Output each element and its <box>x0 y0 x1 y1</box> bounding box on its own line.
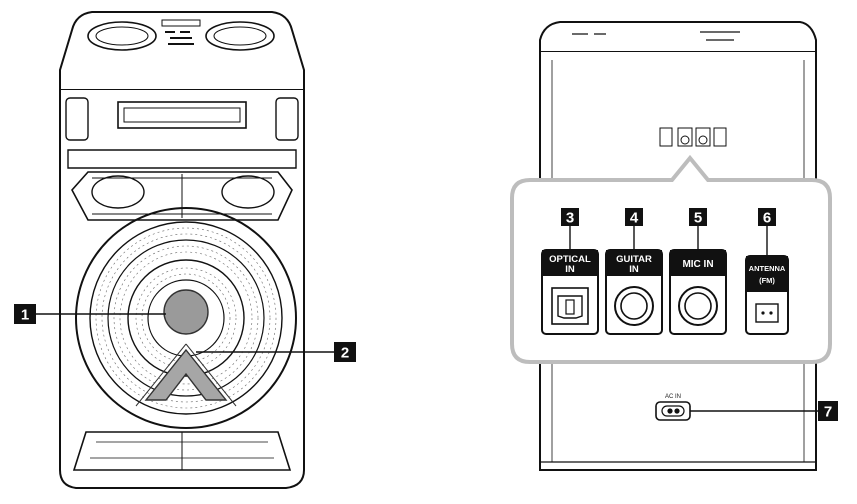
callout-7-box <box>818 401 838 421</box>
guitar-label-2: IN <box>629 264 639 275</box>
ac-in-label: AC IN <box>665 394 681 400</box>
callout-1-number: 1 <box>21 307 29 324</box>
mic-label-1: MIC IN <box>682 259 713 270</box>
callout-7-number: 7 <box>824 404 832 421</box>
callout-3-number: 3 <box>566 210 574 227</box>
callout-6-number: 6 <box>763 210 771 227</box>
callout-7: 7 <box>818 401 838 421</box>
callout-1-box <box>14 304 36 324</box>
callout-4-number: 4 <box>630 210 639 227</box>
antenna-label-1: ANTENNA <box>749 264 786 273</box>
callout-6-box <box>758 208 776 226</box>
callout-1: 1 <box>14 304 36 324</box>
callout-2: 2 <box>334 342 356 362</box>
callout-5-number: 5 <box>694 210 702 227</box>
antenna-label-2: (FM) <box>759 276 775 285</box>
port-guitar-in: 4 GUITAR IN <box>605 208 663 335</box>
port-optical-in: 3 OPTICAL IN <box>541 208 599 335</box>
callout-2-number: 2 <box>341 345 349 362</box>
front-view <box>59 11 305 489</box>
port-mic-in: 5 MIC IN <box>669 208 727 335</box>
port-antenna-fm: 6 ANTENNA (FM) <box>745 208 789 335</box>
callout-4-box <box>625 208 643 226</box>
optical-label-1: OPTICAL <box>549 254 591 265</box>
guitar-label-1: GUITAR <box>616 254 652 265</box>
callout-3-box <box>561 208 579 226</box>
callout-2-box <box>334 342 356 362</box>
optical-label-2: IN <box>565 264 575 275</box>
callout-5-box <box>689 208 707 226</box>
